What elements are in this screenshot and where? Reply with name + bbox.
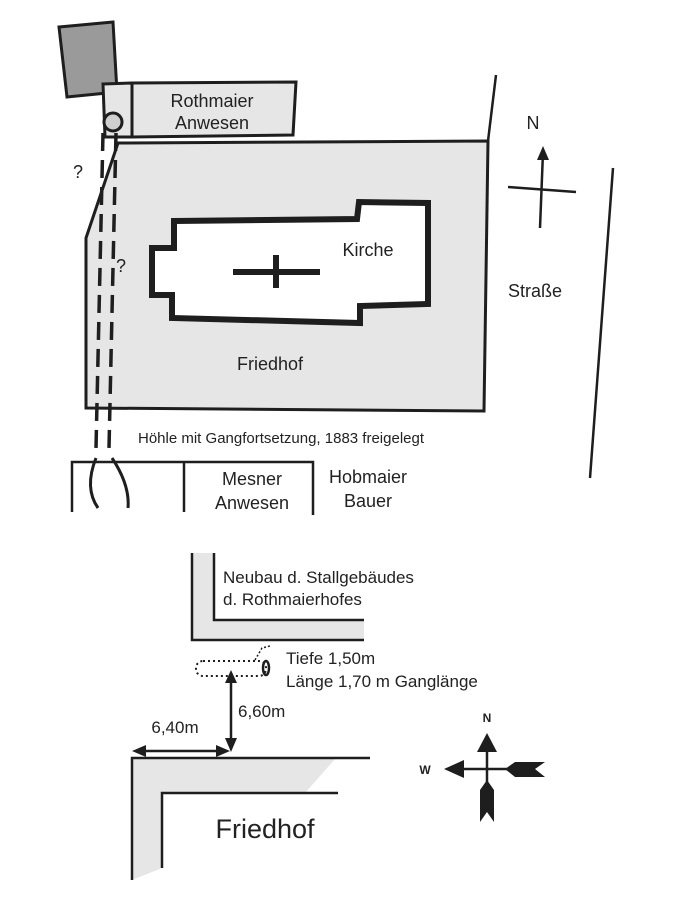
north-arrow bbox=[507, 146, 577, 229]
horizontal-distance-label: 6,40m bbox=[151, 718, 198, 737]
cemetery-wall-inner bbox=[160, 791, 338, 868]
cave-curve-left bbox=[89, 457, 100, 509]
compass-rose bbox=[444, 733, 545, 822]
tunnel-shaft bbox=[261, 659, 271, 677]
road-label: Straße bbox=[508, 281, 562, 301]
compass-west-label: W bbox=[419, 763, 431, 777]
uncertain-mark-1: ? bbox=[73, 162, 83, 182]
compass-north-label: N bbox=[483, 711, 492, 725]
mesner-label-line2: Anwesen bbox=[215, 493, 289, 513]
depth-label: Tiefe 1,50m bbox=[286, 649, 375, 668]
vertical-distance-label: 6,60m bbox=[238, 702, 285, 721]
new-barn-label-line1: Neubau d. Stallgebäudes bbox=[223, 568, 414, 587]
new-barn-building bbox=[192, 553, 364, 640]
north-label: N bbox=[527, 113, 540, 133]
new-barn-outer-wall bbox=[190, 553, 364, 642]
horizontal-dimension-arrow bbox=[132, 745, 230, 757]
cave-caption: Höhle mit Gangfortsetzung, 1883 freigele… bbox=[138, 430, 425, 447]
cemetery-label: Friedhof bbox=[237, 354, 304, 374]
well-shaft bbox=[102, 111, 124, 133]
road-edge-upper bbox=[486, 74, 498, 142]
church-label: Kirche bbox=[342, 240, 393, 260]
hobmaier-label-line1: Hobmaier bbox=[329, 467, 407, 487]
uncertain-mark-2: ? bbox=[116, 256, 126, 276]
church-outline bbox=[149, 198, 431, 327]
cemetery-wall-outer bbox=[130, 756, 370, 880]
compass-west-arrowhead bbox=[444, 760, 464, 778]
mesner-label-line1: Mesner bbox=[222, 469, 282, 489]
rothmaier-building bbox=[130, 80, 298, 139]
bottom-plan: Neubau d. Stallgebäudes d. Rothmaierhofe… bbox=[130, 553, 545, 880]
length-label: Länge 1,70 m Ganglänge bbox=[286, 672, 478, 691]
compass-east-fletching bbox=[505, 762, 545, 777]
compass-north-arrowhead bbox=[477, 733, 497, 752]
road-edge-right bbox=[588, 167, 615, 479]
new-barn-inner-wall bbox=[212, 553, 364, 622]
bottom-cemetery-label: Friedhof bbox=[215, 814, 315, 844]
new-barn-label-line2: d. Rothmaierhofes bbox=[223, 590, 362, 609]
cave-curve-right bbox=[110, 457, 130, 509]
cemetery-wall bbox=[132, 758, 336, 880]
top-plan: Rothmaier Anwesen Kirche Friedhof ? ? Hö… bbox=[57, 20, 615, 515]
rothmaier-label-line1: Rothmaier bbox=[170, 91, 253, 111]
vertical-dimension-arrow bbox=[225, 670, 237, 752]
rothmaier-label-line2: Anwesen bbox=[175, 113, 249, 133]
mesner-building-outline bbox=[70, 460, 315, 515]
compass-south-fletching bbox=[480, 780, 494, 822]
tunnel-shaft-dotted bbox=[254, 645, 271, 661]
hobmaier-label-line2: Bauer bbox=[344, 491, 392, 511]
